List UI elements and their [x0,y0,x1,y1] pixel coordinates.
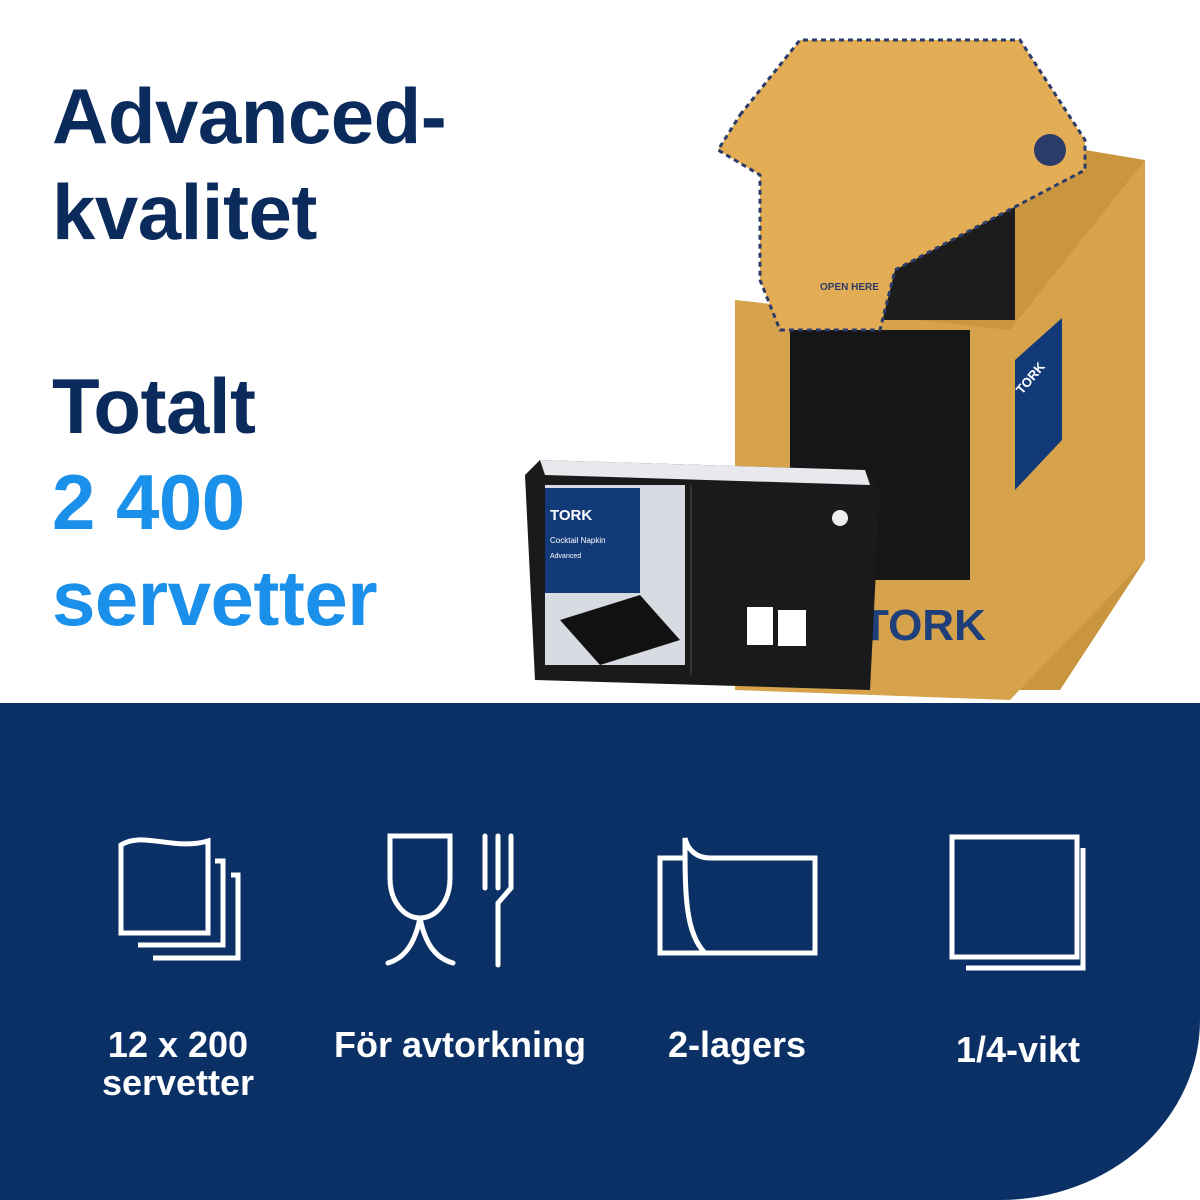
total-count: 2 400 [52,458,245,546]
total-unit: servetter [52,554,378,642]
feature-ply: 2-lagers [587,833,887,1064]
quarter-fold-icon [949,834,1086,971]
feature-use: För avtorkning [310,833,610,1064]
glass-fork-icon [385,833,514,968]
feature-fold: 1/4-vikt [868,833,1168,1069]
feature-label: 2-lagers [667,1024,807,1065]
two-ply-icon [657,837,817,956]
heading-line-1: Advanced- [52,72,447,160]
pack-brand: TORK [550,507,592,524]
feature-label: 12 x 200 [107,1024,249,1065]
total-heading: Totalt 2 400 servetter [52,358,378,646]
open-here-text: OPEN HERE [820,282,879,293]
feature-label-2: servetter [101,1062,255,1103]
total-label: Totalt [52,362,256,450]
heading-line-2: kvalitet [52,168,317,256]
pack-quality: Advanced [550,553,581,560]
feature-label: 1/4-vikt [955,1029,1081,1070]
feature-label: För avtorkning [333,1024,587,1065]
quality-heading: Advanced- kvalitet [52,68,447,260]
product-image: TORK OPEN HERE TORK TORK Cocktail Napkin… [525,38,1145,700]
napkin-stack-icon [118,837,241,961]
pack-product-name: Cocktail Napkin [550,536,606,545]
box-front-brand: TORK [862,601,986,650]
